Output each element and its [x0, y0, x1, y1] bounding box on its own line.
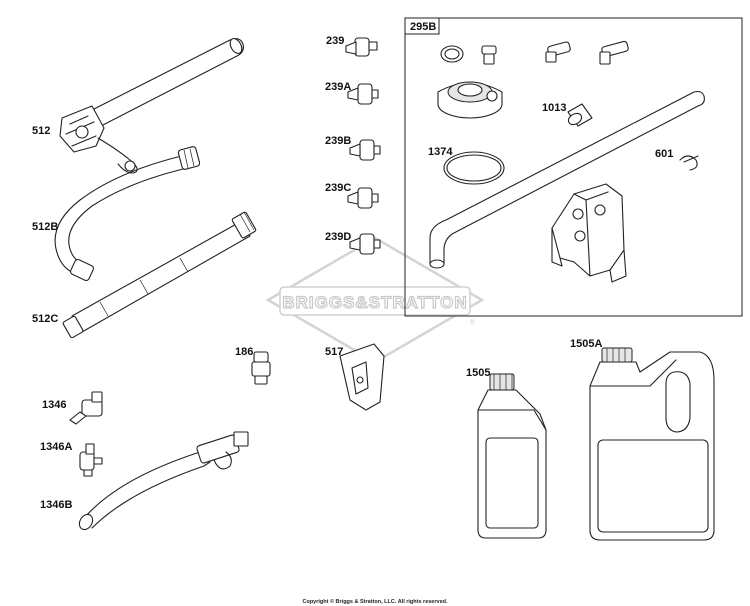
part-1346B-hose[interactable]: [77, 431, 249, 532]
kit-long-pipe[interactable]: [429, 90, 705, 269]
label-1346A: 1346A: [40, 441, 72, 453]
watermark-registered-mark: ®: [470, 319, 475, 326]
part-512C-straight-hose[interactable]: [62, 211, 257, 339]
part-239B-fitting[interactable]: [349, 139, 381, 161]
part-1505A-oil-jug[interactable]: [589, 347, 715, 541]
kit-601-clamp[interactable]: [679, 155, 699, 171]
part-186-nipple[interactable]: [251, 351, 271, 385]
kit-washer[interactable]: [440, 45, 464, 63]
part-1505-oil-bottle[interactable]: [477, 373, 547, 539]
label-512B: 512B: [32, 221, 58, 233]
kit-barbed-fitting-1[interactable]: [545, 41, 571, 63]
kit-box-label: 295B: [410, 21, 436, 33]
label-239C: 239C: [325, 182, 351, 194]
kit-plug[interactable]: [481, 45, 497, 65]
label-239: 239: [326, 35, 344, 47]
copyright-notice: Copyright © Briggs & Stratton, LLC. All …: [302, 598, 448, 605]
part-517-bracket[interactable]: [339, 343, 385, 411]
part-512-fuel-pipe[interactable]: [59, 37, 244, 174]
part-239C-fitting[interactable]: [347, 187, 379, 209]
part-1346A-valve[interactable]: [79, 443, 103, 477]
kit-1374-o-ring[interactable]: [443, 151, 505, 185]
kit-filter-cap[interactable]: [437, 81, 503, 119]
label-1013: 1013: [542, 102, 566, 114]
label-1505: 1505: [466, 367, 490, 379]
label-512C: 512C: [32, 313, 58, 325]
label-1505A: 1505A: [570, 338, 602, 350]
part-239-fitting[interactable]: [345, 37, 378, 57]
label-186: 186: [235, 346, 253, 358]
part-239D-fitting[interactable]: [349, 233, 381, 255]
part-239A-fitting[interactable]: [347, 83, 379, 105]
kit-barbed-fitting-2[interactable]: [599, 40, 629, 65]
label-601: 601: [655, 148, 673, 160]
label-1346B: 1346B: [40, 499, 72, 511]
watermark-brand-text: BRIGGS&STRATTON: [282, 293, 467, 312]
label-517: 517: [325, 346, 343, 358]
kit-1013-sleeve[interactable]: [566, 103, 593, 127]
label-1346: 1346: [42, 399, 66, 411]
label-1374: 1374: [428, 146, 453, 158]
label-512: 512: [32, 125, 50, 137]
kit-box-295B[interactable]: 295B: [404, 17, 743, 317]
brand-watermark: BRIGGS&STRATTON ®: [265, 236, 485, 364]
label-239B: 239B: [325, 135, 351, 147]
label-239D: 239D: [325, 231, 351, 243]
kit-filter-bracket[interactable]: [551, 183, 627, 283]
part-1346-valve[interactable]: [69, 391, 103, 425]
label-239A: 239A: [325, 81, 351, 93]
part-512B-curved-hose[interactable]: [54, 146, 201, 282]
